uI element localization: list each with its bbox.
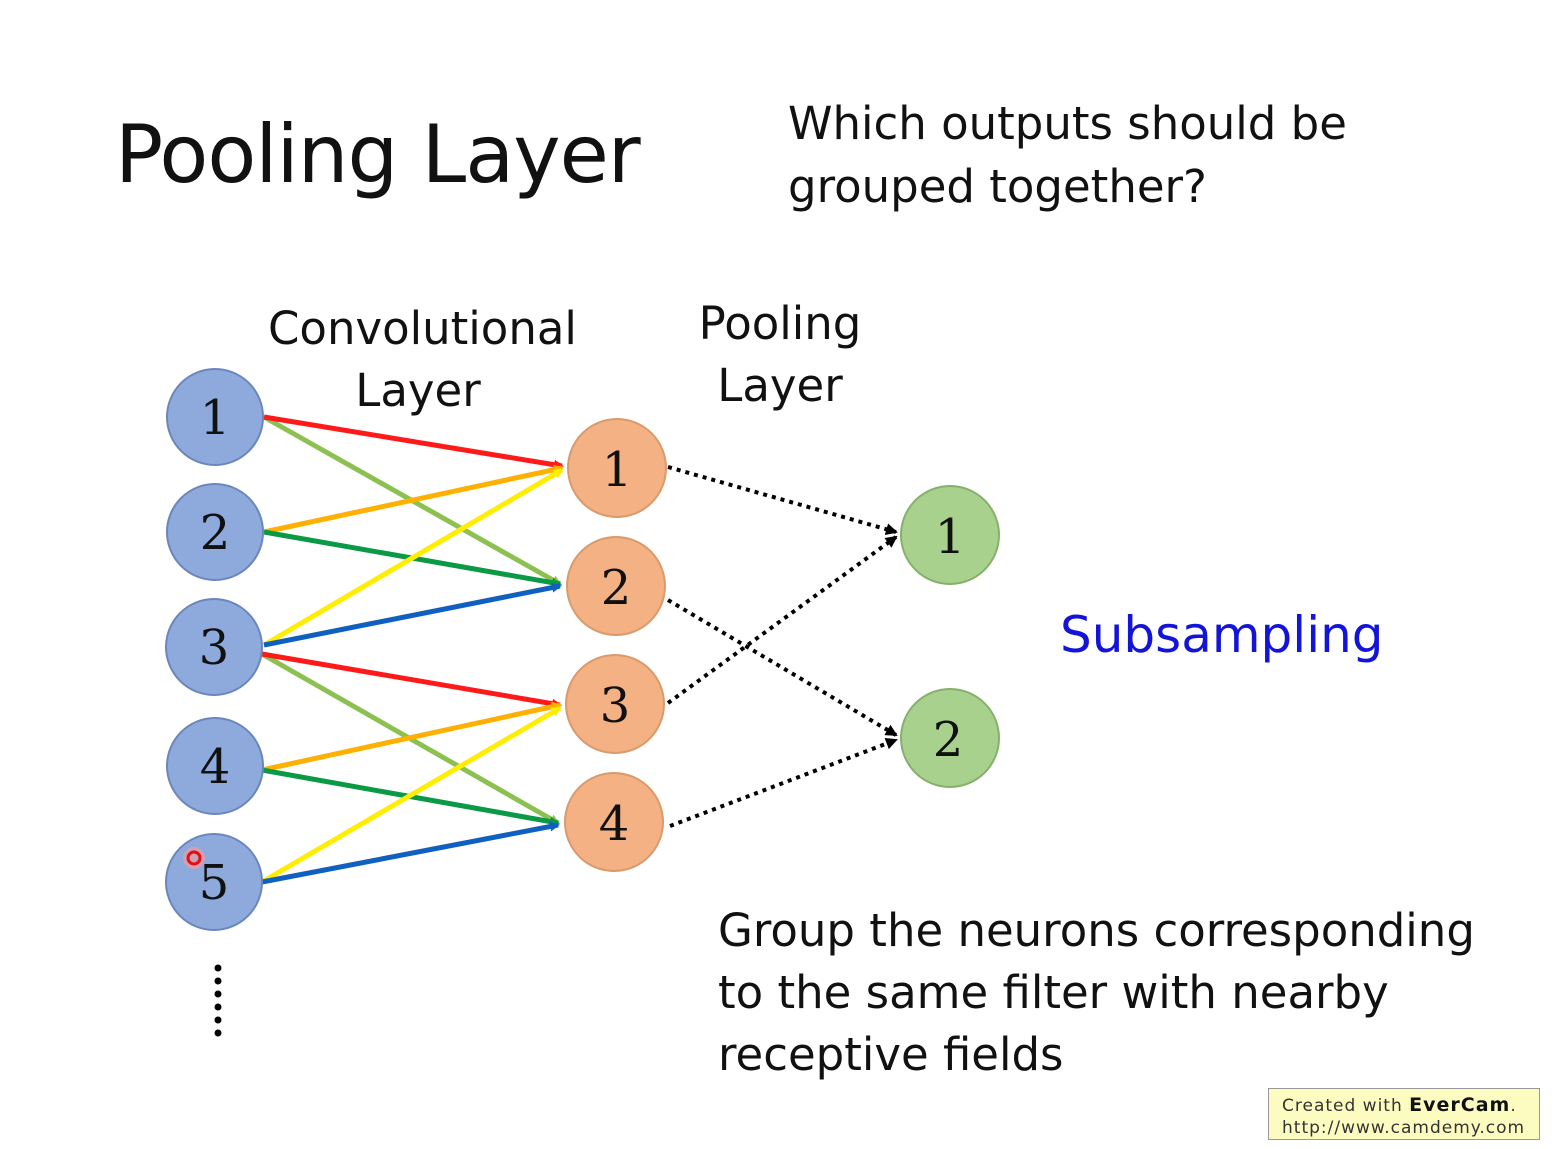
evercam-watermark: Created with EverCam. http://www.camdemy… — [1268, 1088, 1540, 1140]
conv-node-1: 1 — [567, 418, 667, 518]
edge-conv4-pool2 — [669, 737, 898, 828]
description-line-1: Group the neurons corresponding — [718, 904, 1475, 957]
convolutional-layer-label: Convolutional Layer — [268, 298, 577, 422]
edge-conv2-pool2 — [666, 598, 898, 737]
edge-in5-conv4 — [261, 821, 560, 885]
credit-url: http://www.camdemy.com — [1282, 1118, 1526, 1138]
credit-line-1: Created with EverCam. — [1282, 1094, 1517, 1116]
svg-text:3: 3 — [199, 620, 230, 676]
svg-text:3: 3 — [600, 678, 631, 734]
conv-layer: 1 2 3 4 — [564, 418, 667, 872]
input-node-5: 5 — [165, 833, 263, 931]
edge-conv1-pool1 — [667, 465, 898, 536]
pool-node-2: 2 — [900, 688, 1000, 788]
pointer-cursor-icon — [183, 847, 205, 869]
description-line-3: receptive fields — [718, 1028, 1064, 1081]
svg-text:2: 2 — [933, 712, 964, 768]
edge-in3-conv1 — [262, 467, 564, 648]
svg-text:5: 5 — [199, 855, 230, 911]
conv-connections — [260, 414, 564, 885]
input-node-4: 4 — [166, 717, 264, 815]
subsampling-label: Subsampling — [1060, 606, 1384, 664]
description-text: Group the neurons corresponding to the s… — [718, 900, 1475, 1086]
pool-connections — [666, 465, 898, 828]
input-node-1: 1 — [166, 368, 264, 466]
svg-text:2: 2 — [200, 505, 231, 561]
svg-text:1: 1 — [935, 509, 966, 565]
input-node-2: 2 — [166, 483, 264, 581]
edge-in5-conv3 — [260, 705, 562, 885]
edge-in3-conv2 — [263, 582, 562, 648]
ellipsis-dots — [214, 964, 222, 1037]
edge-in1-conv1 — [263, 414, 564, 470]
svg-text:4: 4 — [200, 739, 231, 795]
conv-node-3: 3 — [565, 654, 665, 754]
edge-conv3-pool1 — [666, 535, 898, 705]
conv-label-line-1: Convolutional — [268, 302, 577, 355]
question-line-2: grouped together? — [788, 160, 1207, 213]
question-text: Which outputs should be grouped together… — [788, 92, 1347, 218]
pool-label-line-1: Pooling — [698, 297, 862, 350]
svg-text:1: 1 — [602, 442, 633, 498]
input-layer: 1 2 3 4 5 — [165, 368, 264, 1037]
edge-in3-conv3 — [261, 651, 562, 709]
conv-node-4: 4 — [564, 772, 664, 872]
svg-text:4: 4 — [599, 796, 630, 852]
pool-layer: 1 2 — [900, 485, 1000, 788]
input-node-3: 3 — [165, 598, 263, 696]
svg-text:2: 2 — [601, 560, 632, 616]
pooling-layer-label: Pooling Layer — [690, 293, 870, 417]
slide-title: Pooling Layer — [115, 108, 641, 201]
description-line-2: to the same filter with nearby — [718, 966, 1389, 1019]
edge-in4-conv3 — [261, 701, 562, 773]
svg-text:1: 1 — [200, 390, 231, 446]
conv-node-2: 2 — [566, 536, 666, 636]
question-line-1: Which outputs should be — [788, 97, 1347, 150]
pool-node-1: 1 — [900, 485, 1000, 585]
edge-in2-conv1 — [263, 464, 564, 535]
conv-label-line-2: Layer — [355, 364, 481, 417]
pool-label-line-2: Layer — [717, 359, 843, 412]
